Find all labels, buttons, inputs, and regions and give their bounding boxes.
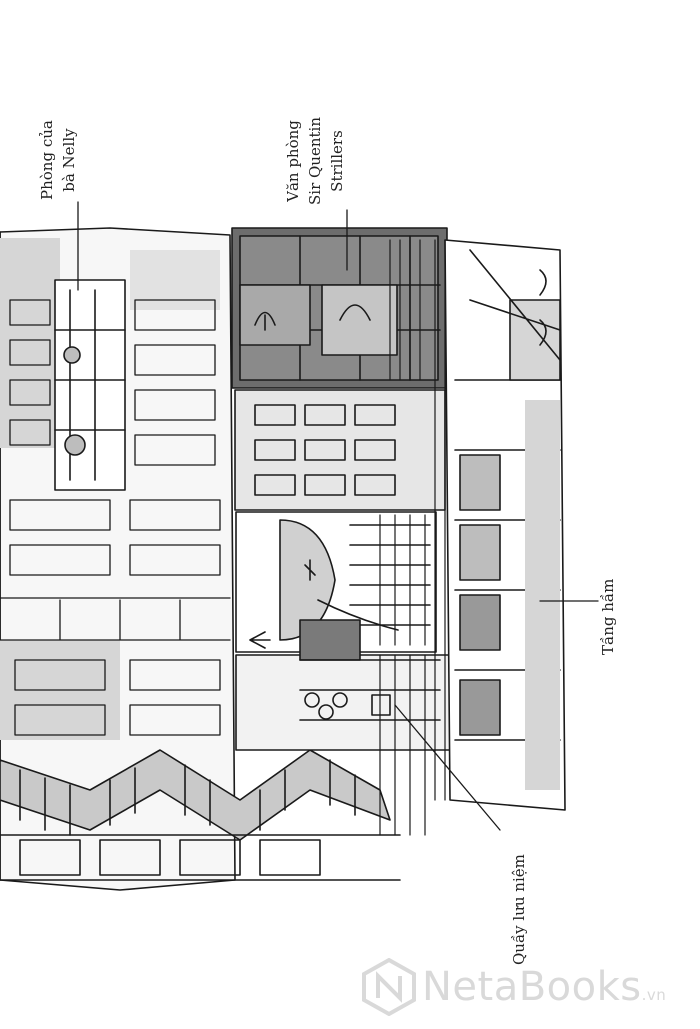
watermark-text: NetaBooks.vn (422, 964, 666, 1010)
basement-label-text: Tầng hầm (599, 578, 617, 655)
souvenir-shop-room (235, 599, 452, 751)
left-windows (0, 299, 231, 736)
watermark-brand: NetaBooks (422, 964, 642, 1010)
staircase-drawing (0, 749, 401, 881)
right-railing (379, 239, 446, 836)
basement-block (444, 239, 566, 811)
middle-floors (234, 389, 446, 511)
souvenir-label: Quầy lưu niệm (508, 854, 530, 965)
office-label-line-1: Văn phòng (284, 120, 302, 202)
nelly-room-label-line-2: bà Nelly (60, 128, 78, 192)
office-label-line-2: Sir Quentin (306, 117, 324, 205)
souvenir-label-text: Quầy lưu niệm (510, 854, 528, 965)
nelly-room-balcony (54, 279, 126, 491)
office-label: Văn phòng Sir Quentin Strillers (282, 117, 348, 205)
watermark-suffix: .vn (641, 986, 667, 1004)
leader-lines (77, 201, 599, 831)
netabooks-logo-icon (362, 957, 416, 1017)
nelly-room-label: Phòng của bà Nelly (36, 120, 80, 200)
office-block (231, 227, 448, 389)
watermark: NetaBooks.vn (362, 957, 692, 1017)
nelly-room-label-line-1: Phòng của (38, 120, 56, 200)
office-label-line-3: Strillers (328, 130, 346, 192)
basement-label: Tầng hầm (597, 579, 619, 655)
